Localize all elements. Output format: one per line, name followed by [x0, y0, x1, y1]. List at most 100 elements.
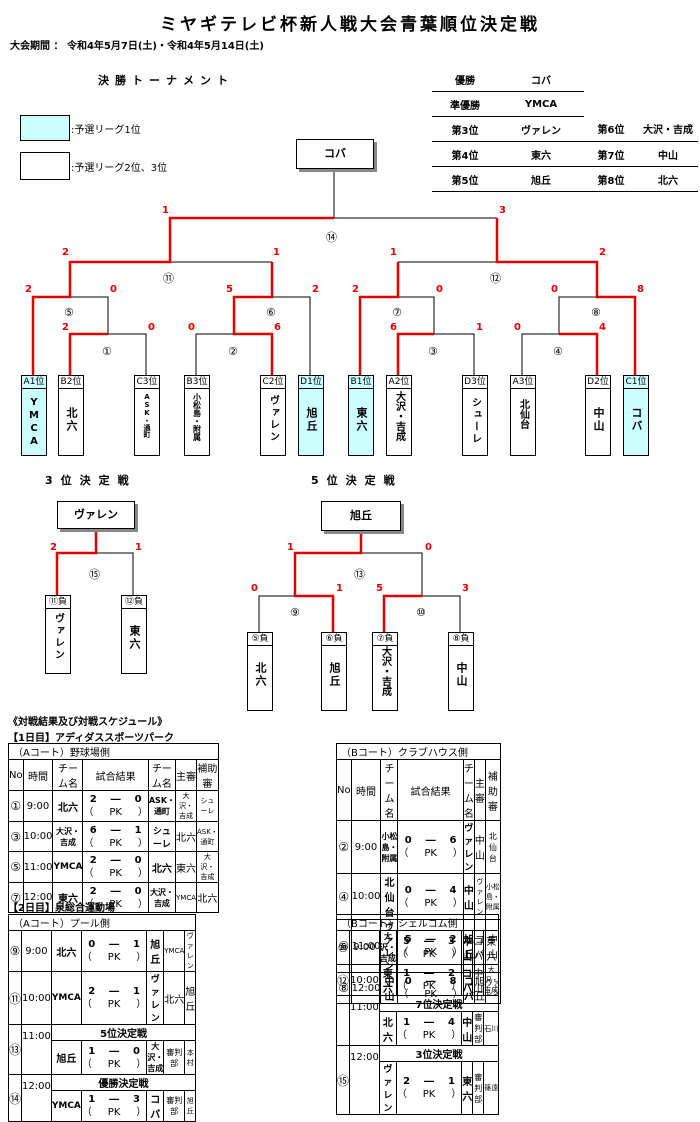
- team-home: 大沢・吉成: [52, 821, 84, 852]
- rank-team: 中山: [638, 141, 698, 167]
- page-title: ミヤギテレビ杯新人戦大会青葉順位決定戦: [160, 15, 540, 35]
- assistant-referee: 篠遠: [483, 1061, 500, 1115]
- bracket-lines: [31, 168, 637, 632]
- rank-label: 第8位: [584, 166, 638, 192]
- final-tournament-heading: 決勝トーナメント: [98, 74, 234, 87]
- seed-label: B3位: [184, 375, 210, 389]
- team-name: 北六: [65, 407, 78, 433]
- match-time: 11:00: [21, 1024, 52, 1075]
- team-home: 北六: [52, 790, 84, 822]
- team-box: ASK・通町: [134, 388, 160, 456]
- rank-team: 大沢・吉成: [638, 116, 698, 142]
- referee: 審判部: [472, 1011, 485, 1046]
- match-result: 2 ― 0（ PK ）: [82, 851, 149, 883]
- bracket-winner-lines: [31, 216, 637, 632]
- team-name: コバ: [630, 407, 643, 433]
- team-name: 北六: [254, 662, 267, 688]
- seed-label: B1位: [348, 375, 374, 389]
- match-time: 10:00: [349, 964, 380, 996]
- ranking-row: 第5位 旭丘 第8位 北六: [432, 166, 698, 192]
- match-number: ⑬: [354, 568, 365, 581]
- special-match-label: 7位決定戦: [378, 995, 500, 1012]
- match-no: ②: [336, 820, 352, 874]
- match-number: ③: [428, 345, 438, 358]
- match-no: ⑩: [335, 930, 351, 965]
- team-box: 小松島・附属: [184, 388, 210, 456]
- score: 1: [135, 542, 142, 553]
- match-time: 9:00: [350, 820, 382, 874]
- ranking-row: 第3位 ヴァレン 第6位 大沢・吉成: [432, 116, 698, 142]
- team-home: YMCA: [50, 971, 82, 1025]
- score: 8: [637, 284, 644, 295]
- match-no: ⑨: [7, 930, 23, 972]
- rank-team: YMCA: [498, 91, 584, 117]
- score: 2: [599, 247, 606, 258]
- team-box: 中山: [585, 388, 611, 456]
- team-name: ヴァレン: [267, 395, 279, 443]
- match-result: 2 ― 0（ PK ）: [82, 882, 149, 913]
- team-away: 大沢・吉成: [147, 882, 177, 913]
- score: 0: [148, 322, 155, 333]
- seed-label: ⑫負: [121, 595, 147, 609]
- score: 2: [25, 284, 32, 295]
- score: 6: [274, 322, 281, 333]
- assistant-referee: ヴァレン: [184, 930, 197, 972]
- team-away: ヴァレン: [462, 820, 475, 874]
- rank-label: 第6位: [584, 116, 638, 142]
- rank-label: 第3位: [432, 116, 498, 142]
- match-number: ⑪: [163, 272, 174, 285]
- match-time: 11:00: [349, 995, 380, 1046]
- assistant-referee: 小松島・附属: [484, 873, 501, 920]
- column-header: No: [8, 759, 24, 791]
- match-result: 0 ― 6（ PK ）: [397, 820, 464, 874]
- assistant-referee: 石川: [483, 1011, 500, 1046]
- match-number: ⑨: [290, 606, 300, 619]
- match-time: 11:00: [22, 851, 54, 883]
- team-home: 大沢・吉成: [378, 930, 397, 965]
- rank-label: 第5位: [432, 166, 498, 192]
- team-name: 大沢・吉成: [393, 391, 405, 441]
- team-box: YMCA: [21, 388, 47, 456]
- team-name: 北仙台: [517, 399, 529, 429]
- team-name: 東六: [355, 407, 368, 433]
- assistant-referee: 北仙台: [484, 820, 501, 874]
- team-home: YMCA: [52, 851, 84, 883]
- match-time: 12:00: [21, 1074, 52, 1122]
- score: 6: [390, 322, 397, 333]
- team-name: ヴァレン: [52, 613, 64, 661]
- score: 5: [376, 583, 383, 594]
- score: 1: [162, 205, 169, 216]
- team-box: 東六: [348, 388, 374, 456]
- team-away: 中山: [461, 930, 474, 965]
- seed-label: C1位: [623, 375, 649, 389]
- team-box: 北仙台: [510, 388, 536, 456]
- match-result: 1 ― 4（ PK ）: [395, 1011, 463, 1046]
- court-caption: （Aコート）野球場側: [8, 743, 219, 760]
- score: 2: [62, 322, 69, 333]
- score: 0: [514, 322, 521, 333]
- third-place-heading: 3位決定戦: [45, 474, 137, 487]
- seed-label: ⑧負: [448, 632, 474, 646]
- score: 0: [110, 284, 117, 295]
- referee: 大沢・吉成: [175, 790, 198, 822]
- rank-team: ヴァレン: [498, 116, 584, 142]
- column-header: 時間: [22, 759, 54, 791]
- day1-title: 【1日目】アディダススポーツパーク: [8, 733, 175, 744]
- match-number: ⑮: [89, 568, 100, 581]
- rank-team: 東六: [498, 141, 584, 167]
- legend-swatch-second: [20, 152, 70, 180]
- ranking-row: 優勝 コバ: [432, 67, 698, 92]
- team-home: 旭丘: [50, 1040, 82, 1075]
- team-name: 旭丘: [305, 407, 318, 433]
- court-caption: （Bコート）シェルコム側: [335, 914, 500, 931]
